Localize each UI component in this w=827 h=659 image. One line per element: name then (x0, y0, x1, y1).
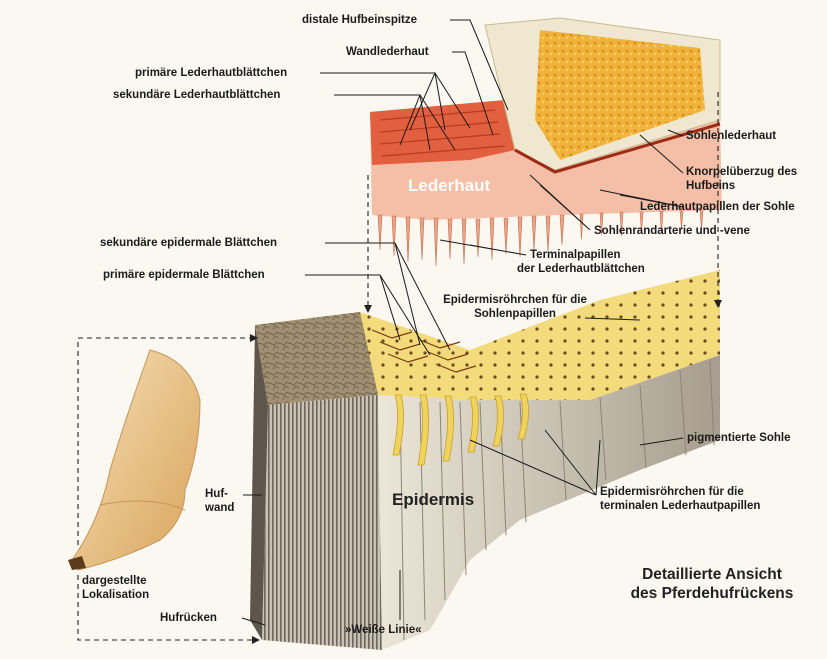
label-pigmentierte-sohle: pigmentierte Sohle (687, 432, 791, 445)
label-lederhautpapillen-sohle: Lederhautpapillen der Sohle (640, 201, 795, 214)
label-sekundaere-epidermale: sekundäre epidermale Blättchen (100, 237, 277, 250)
label-dargestellte-1: dargestellte (82, 575, 147, 588)
label-knorpelueberzug-2: Hufbeins (686, 180, 735, 193)
label-primaere-lederhautblaettchen: primäre Lederhautblättchen (135, 67, 287, 80)
label-epidermisroehrchen-sohle-1: Epidermisröhrchen für die (430, 294, 600, 307)
label-distale-hufbeinspitze: distale Hufbeinspitze (302, 14, 417, 27)
title-line-2: des Pferdehufrückens (612, 585, 812, 603)
label-wandlederhaut: Wandlederhaut (346, 46, 429, 59)
label-hufruecken: Hufrücken (160, 612, 217, 625)
title-line-1: Detaillierte Ansicht (612, 566, 812, 584)
label-epidermisroehrchen-terminal-2: terminalen Lederhautpapillen (600, 500, 760, 513)
label-epidermis: Epidermis (392, 490, 474, 509)
label-sohlenrandarterie: Sohlenrandarterie und -vene (594, 225, 750, 238)
label-hufwand-1: Huf- (205, 488, 228, 501)
label-lederhaut: Lederhaut (408, 176, 490, 195)
label-dargestellte-2: Lokalisation (82, 589, 149, 602)
label-terminalpapillen-1: Terminalpapillen (530, 249, 621, 262)
label-primaere-epidermale: primäre epidermale Blättchen (103, 269, 265, 282)
label-knorpelueberzug-1: Knorpelüberzug des (686, 166, 797, 179)
label-epidermisroehrchen-terminal-1: Epidermisröhrchen für die (600, 486, 744, 499)
label-epidermisroehrchen-sohle-2: Sohlenpapillen (430, 308, 600, 321)
label-sohlenlederhaut: Sohlenlederhaut (686, 130, 776, 143)
label-sekundaere-lederhautblaettchen: sekundäre Lederhautblättchen (113, 89, 280, 102)
label-hufwand-2: wand (205, 502, 234, 515)
label-terminalpapillen-2: der Lederhautblättchen (517, 263, 645, 276)
hoof-inset (68, 350, 200, 570)
label-weisse-linie: »Weiße Linie« (345, 624, 421, 637)
